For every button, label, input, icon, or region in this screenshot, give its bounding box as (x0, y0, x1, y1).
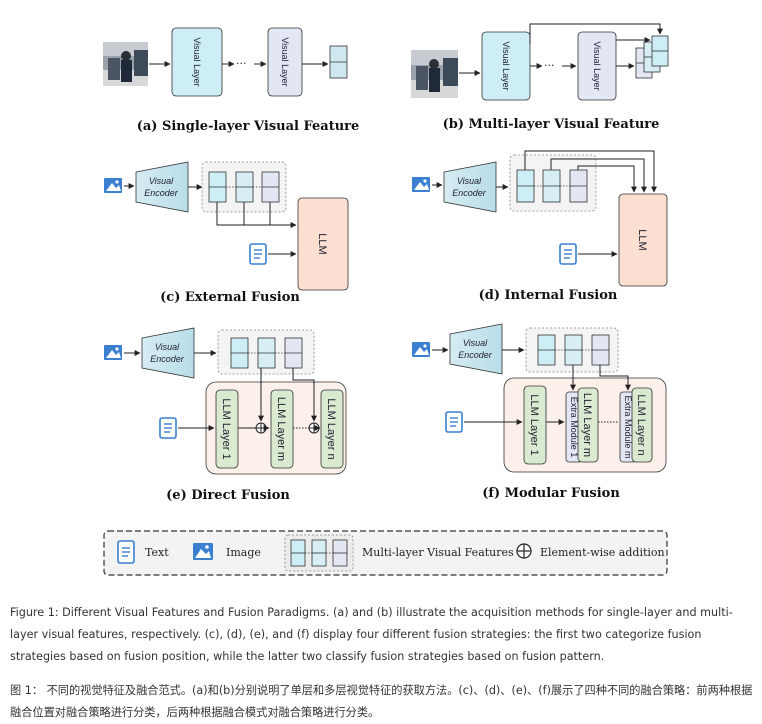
llm-layer-m (577, 387, 599, 463)
extra-module-1-label: Extra Module 1 (569, 397, 579, 458)
visual-layer-label: Visual Layer (280, 37, 290, 86)
visual-layer-first (171, 27, 223, 97)
image-icon (104, 178, 122, 193)
image-icon (412, 177, 430, 192)
encoder-label-top: Visual (149, 176, 174, 186)
visual-encoder (135, 161, 189, 213)
visual-layer-last (267, 27, 303, 97)
text-icon (559, 243, 577, 265)
llm-layer-1-label: LLM Layer 1 (220, 398, 232, 459)
visual-encoder (443, 161, 497, 213)
panel-e-label: (e) Direct Fusion (166, 488, 290, 503)
llm-layer-m-label: LLM Layer m (275, 397, 287, 461)
llm-layer-m (270, 389, 294, 469)
llm-layer-n-label: LLM Layer n (635, 394, 647, 455)
panel-f: Visual Encoder LLM Layer 1 Extra Module … (412, 323, 667, 501)
image-icon (193, 543, 213, 560)
panel-a: Visual Layer ··· Visual Layer (a) Single… (103, 27, 360, 134)
panel-f-label: (f) Modular Fusion (482, 486, 620, 501)
ellipsis: ··· (544, 59, 555, 72)
llm-box (618, 193, 668, 287)
legend-multi-layer-label: Multi-layer Visual Features (362, 546, 514, 559)
llm-layer-1 (215, 389, 239, 469)
panel-b: Visual Layer ··· Visual Layer (b) Multi-… (411, 23, 669, 132)
llm-layer-n-label: LLM Layer n (325, 398, 337, 459)
panel-c: Visual Encoder LLM (c) External Fusion (104, 161, 349, 305)
text-icon (445, 411, 463, 433)
llm-layer-n (631, 387, 653, 463)
encoder-label-bottom: Encoder (150, 354, 185, 364)
visual-encoder (449, 323, 503, 375)
legend-image-label: Image (226, 546, 261, 559)
ellipsis: ··· (236, 57, 247, 70)
legend: Text Image Multi-layer Visual Features E… (103, 530, 668, 576)
llm-label: LLM (636, 229, 648, 250)
panel-b-label: (b) Multi-layer Visual Feature (443, 117, 660, 132)
image-icon (104, 345, 122, 360)
legend-addition-label: Element-wise addition (540, 546, 665, 559)
encoder-label-bottom: Encoder (458, 350, 493, 360)
llm-layer-m-label: LLM Layer m (581, 393, 593, 457)
visual-layer-label: Visual Layer (192, 37, 202, 86)
text-icon (159, 417, 177, 439)
encoder-label-top: Visual (463, 338, 488, 348)
image-icon (412, 342, 430, 357)
caption-chinese: 图 1： 不同的视觉特征及融合范式。(a)和(b)分别说明了单层和多层视觉特征的… (10, 684, 753, 719)
panel-c-label: (c) External Fusion (160, 290, 300, 305)
llm-label: LLM (316, 233, 328, 254)
visual-layer-label: Visual Layer (501, 41, 511, 90)
text-icon (249, 243, 267, 265)
encoder-label-bottom: Encoder (452, 188, 487, 198)
visual-encoder (141, 327, 195, 379)
panel-e: Visual Encoder LLM Layer 1 LLM Layer m L… (104, 327, 347, 503)
llm-layer-1-label: LLM Layer 1 (528, 394, 540, 455)
panel-d-label: (d) Internal Fusion (479, 288, 618, 303)
street-photo (411, 50, 458, 98)
street-photo (103, 42, 148, 86)
encoder-label-top: Visual (457, 176, 482, 186)
text-icon (117, 540, 135, 564)
encoder-label-bottom: Encoder (144, 188, 179, 198)
legend-box (103, 530, 668, 576)
llm-layer-n (320, 389, 344, 469)
visual-layer-label: Visual Layer (592, 41, 602, 90)
llm-box (297, 197, 349, 291)
caption-english: Figure 1: Different Visual Features and … (10, 606, 733, 663)
llm-layer-1 (523, 385, 547, 465)
panel-a-label: (a) Single-layer Visual Feature (137, 119, 360, 134)
encoder-label-top: Visual (155, 342, 180, 352)
panel-d: Visual Encoder LLM (d) Internal Fusion (412, 150, 668, 303)
extra-module-m-label: Extra Module m (623, 395, 633, 458)
legend-text-label: Text (145, 546, 169, 559)
